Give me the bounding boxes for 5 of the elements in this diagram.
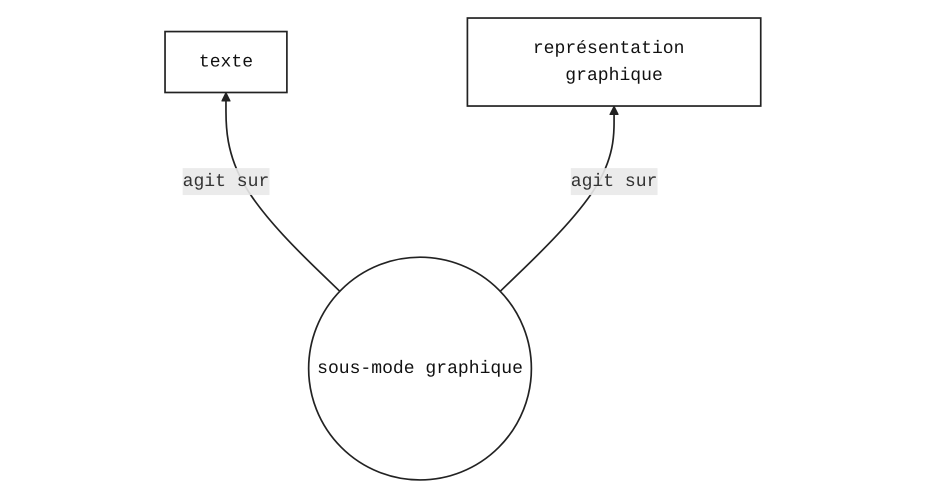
node-circle: sous-mode graphique xyxy=(308,256,532,480)
node-box: représentation graphique xyxy=(466,16,762,106)
node-box: texte xyxy=(164,30,288,93)
edge-label: agit sur xyxy=(182,170,270,192)
edge-label: agit sur xyxy=(570,170,658,192)
